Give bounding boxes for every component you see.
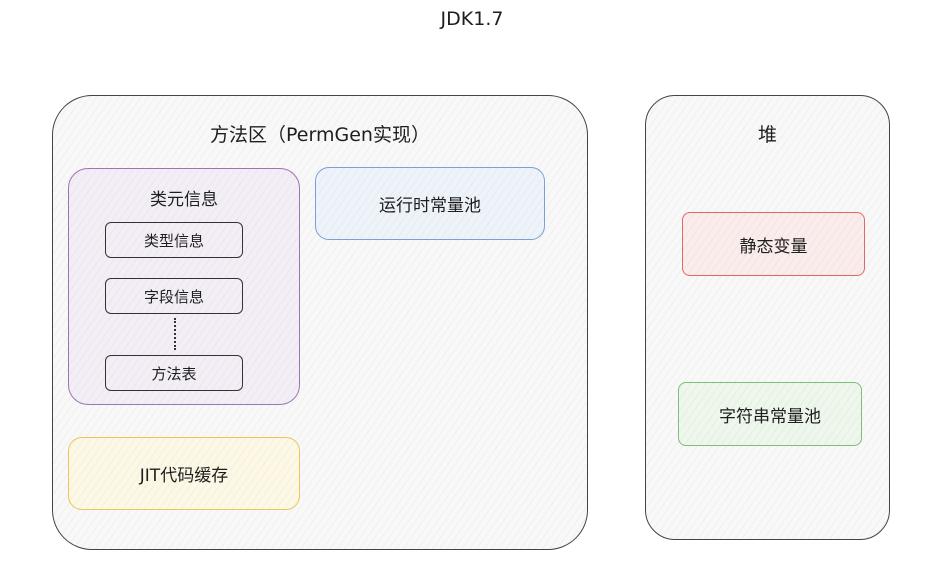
- field-info-box: 字段信息: [105, 278, 243, 314]
- runtime-constant-pool-box: 运行时常量池: [315, 167, 545, 240]
- string-pool-box: 字符串常量池: [678, 382, 862, 446]
- static-vars-box: 静态变量: [682, 212, 865, 276]
- jit-cache-box: JIT代码缓存: [68, 437, 300, 510]
- class-meta-title: 类元信息: [150, 190, 218, 210]
- vertical-dots: [174, 318, 176, 350]
- heap-title: 堆: [757, 124, 777, 146]
- method-table-box: 方法表: [105, 355, 243, 391]
- heap-box: 堆: [645, 95, 890, 540]
- method-area-title: 方法区（PermGen实现）: [210, 124, 430, 146]
- diagram-title: JDK1.7: [440, 8, 504, 30]
- type-info-box: 类型信息: [105, 222, 243, 258]
